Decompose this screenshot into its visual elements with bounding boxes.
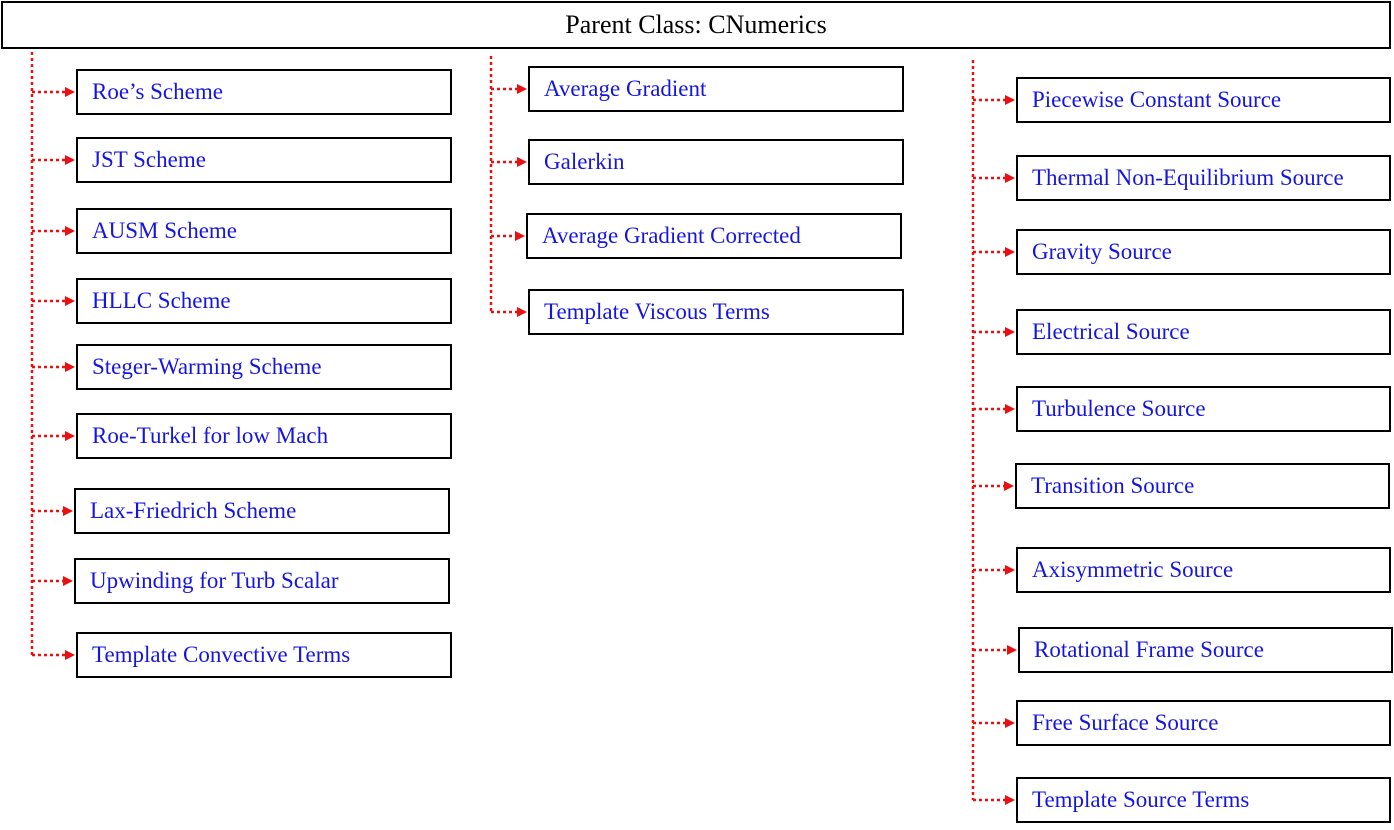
source-class-box: Axisymmetric Source (1016, 547, 1391, 593)
viscous-class-box: Template Viscous Terms (528, 289, 904, 335)
convective-arrow-icon-5 (65, 431, 75, 441)
convective-class-box: Steger-Warming Scheme (76, 344, 452, 390)
source-arrow-icon-5 (1004, 481, 1014, 491)
convective-arrow-icon-2 (65, 226, 75, 236)
convective-arrow-icon-8 (65, 650, 75, 660)
viscous-class-box: Galerkin (528, 139, 904, 185)
convective-class-label: Roe’s Scheme (92, 79, 223, 104)
source-class-label: Rotational Frame Source (1034, 637, 1264, 662)
convective-class-box: Template Convective Terms (76, 632, 452, 678)
viscous-arrow-icon-3 (517, 307, 527, 317)
source-arrow-icon-9 (1005, 795, 1015, 805)
source-class-box: Rotational Frame Source (1018, 627, 1393, 673)
viscous-arrow-icon-1 (517, 157, 527, 167)
source-class-label: Axisymmetric Source (1032, 557, 1234, 582)
viscous-class-label: Average Gradient Corrected (542, 223, 801, 248)
convective-arrow-icon-4 (65, 362, 75, 372)
viscous-arrow-icon-2 (515, 231, 525, 241)
source-class-label: Template Source Terms (1032, 787, 1250, 812)
convective-class-label: AUSM Scheme (92, 218, 238, 243)
convective-class-label: Upwinding for Turb Scalar (90, 568, 339, 593)
viscous-class-label: Galerkin (544, 149, 625, 174)
source-class-label: Electrical Source (1032, 319, 1190, 344)
convective-class-box: Roe-Turkel for low Mach (76, 413, 452, 459)
convective-class-box: HLLC Scheme (76, 278, 452, 324)
source-class-label: Thermal Non-Equilibrium Source (1032, 165, 1344, 190)
viscous-class-box: Average Gradient Corrected (526, 213, 902, 259)
source-arrow-icon-3 (1005, 327, 1015, 337)
source-class-box: Piecewise Constant Source (1016, 77, 1391, 123)
viscous-class-label: Template Viscous Terms (544, 299, 770, 324)
source-class-box: Thermal Non-Equilibrium Source (1016, 155, 1391, 201)
source-arrow-icon-2 (1005, 247, 1015, 257)
viscous-class-box: Average Gradient (528, 66, 904, 112)
source-class-box: Gravity Source (1016, 229, 1391, 275)
convective-arrow-icon-1 (65, 155, 75, 165)
source-class-label: Free Surface Source (1032, 710, 1219, 735)
convective-class-label: Template Convective Terms (92, 642, 351, 667)
source-arrow-icon-6 (1005, 565, 1015, 575)
source-class-label: Turbulence Source (1032, 396, 1206, 421)
convective-arrow-icon-0 (65, 87, 75, 97)
convective-class-box: Upwinding for Turb Scalar (74, 558, 450, 604)
source-class-box: Electrical Source (1016, 309, 1391, 355)
convective-arrow-icon-6 (63, 506, 73, 516)
convective-class-label: Lax-Friedrich Scheme (90, 498, 297, 523)
source-class-label: Piecewise Constant Source (1032, 87, 1282, 112)
source-arrow-icon-7 (1007, 645, 1017, 655)
convective-class-label: Roe-Turkel for low Mach (92, 423, 329, 448)
source-arrow-icon-8 (1005, 718, 1015, 728)
convective-arrow-icon-7 (63, 576, 73, 586)
viscous-class-label: Average Gradient (544, 76, 707, 101)
source-class-label: Gravity Source (1032, 239, 1172, 264)
source-class-box: Free Surface Source (1016, 700, 1391, 746)
source-arrow-icon-1 (1005, 173, 1015, 183)
source-arrow-icon-4 (1005, 404, 1015, 414)
convective-class-label: HLLC Scheme (92, 288, 231, 313)
convective-arrow-icon-3 (65, 296, 75, 306)
convective-class-box: Roe’s Scheme (76, 69, 452, 115)
convective-class-box: Lax-Friedrich Scheme (74, 488, 450, 534)
source-arrow-icon-0 (1005, 95, 1015, 105)
parent-class-box: Parent Class: CNumerics (1, 1, 1391, 49)
parent-class-label: Parent Class: CNumerics (565, 10, 827, 39)
convective-class-label: Steger-Warming Scheme (92, 354, 322, 379)
source-class-box: Turbulence Source (1016, 386, 1391, 432)
convective-class-box: AUSM Scheme (76, 208, 452, 254)
convective-class-label: JST Scheme (92, 147, 206, 172)
source-class-label: Transition Source (1031, 473, 1195, 498)
viscous-arrow-icon-0 (517, 84, 527, 94)
source-class-box: Transition Source (1015, 463, 1390, 509)
source-class-box: Template Source Terms (1016, 777, 1391, 823)
convective-class-box: JST Scheme (76, 137, 452, 183)
